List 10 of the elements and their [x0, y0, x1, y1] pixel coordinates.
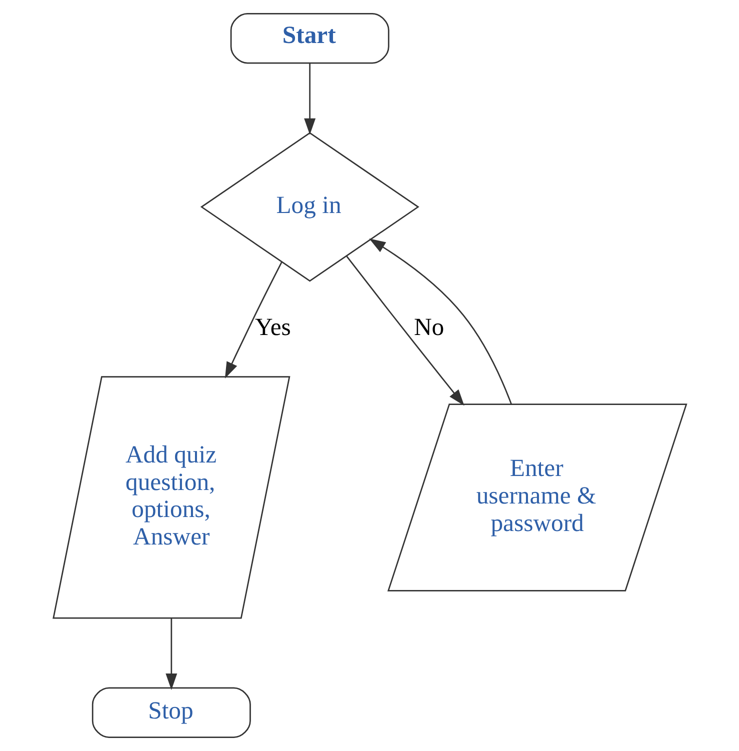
arrow [304, 63, 316, 135]
node-box: Stop [91, 687, 250, 738]
edge-label: Yes [254, 314, 290, 341]
edge-label: No [413, 314, 444, 341]
arrow [224, 262, 282, 378]
arrow [346, 256, 464, 406]
node-diamond: Log in [200, 132, 419, 282]
arrow [368, 238, 512, 404]
arrow [165, 618, 177, 690]
node-box: Start [230, 13, 389, 64]
